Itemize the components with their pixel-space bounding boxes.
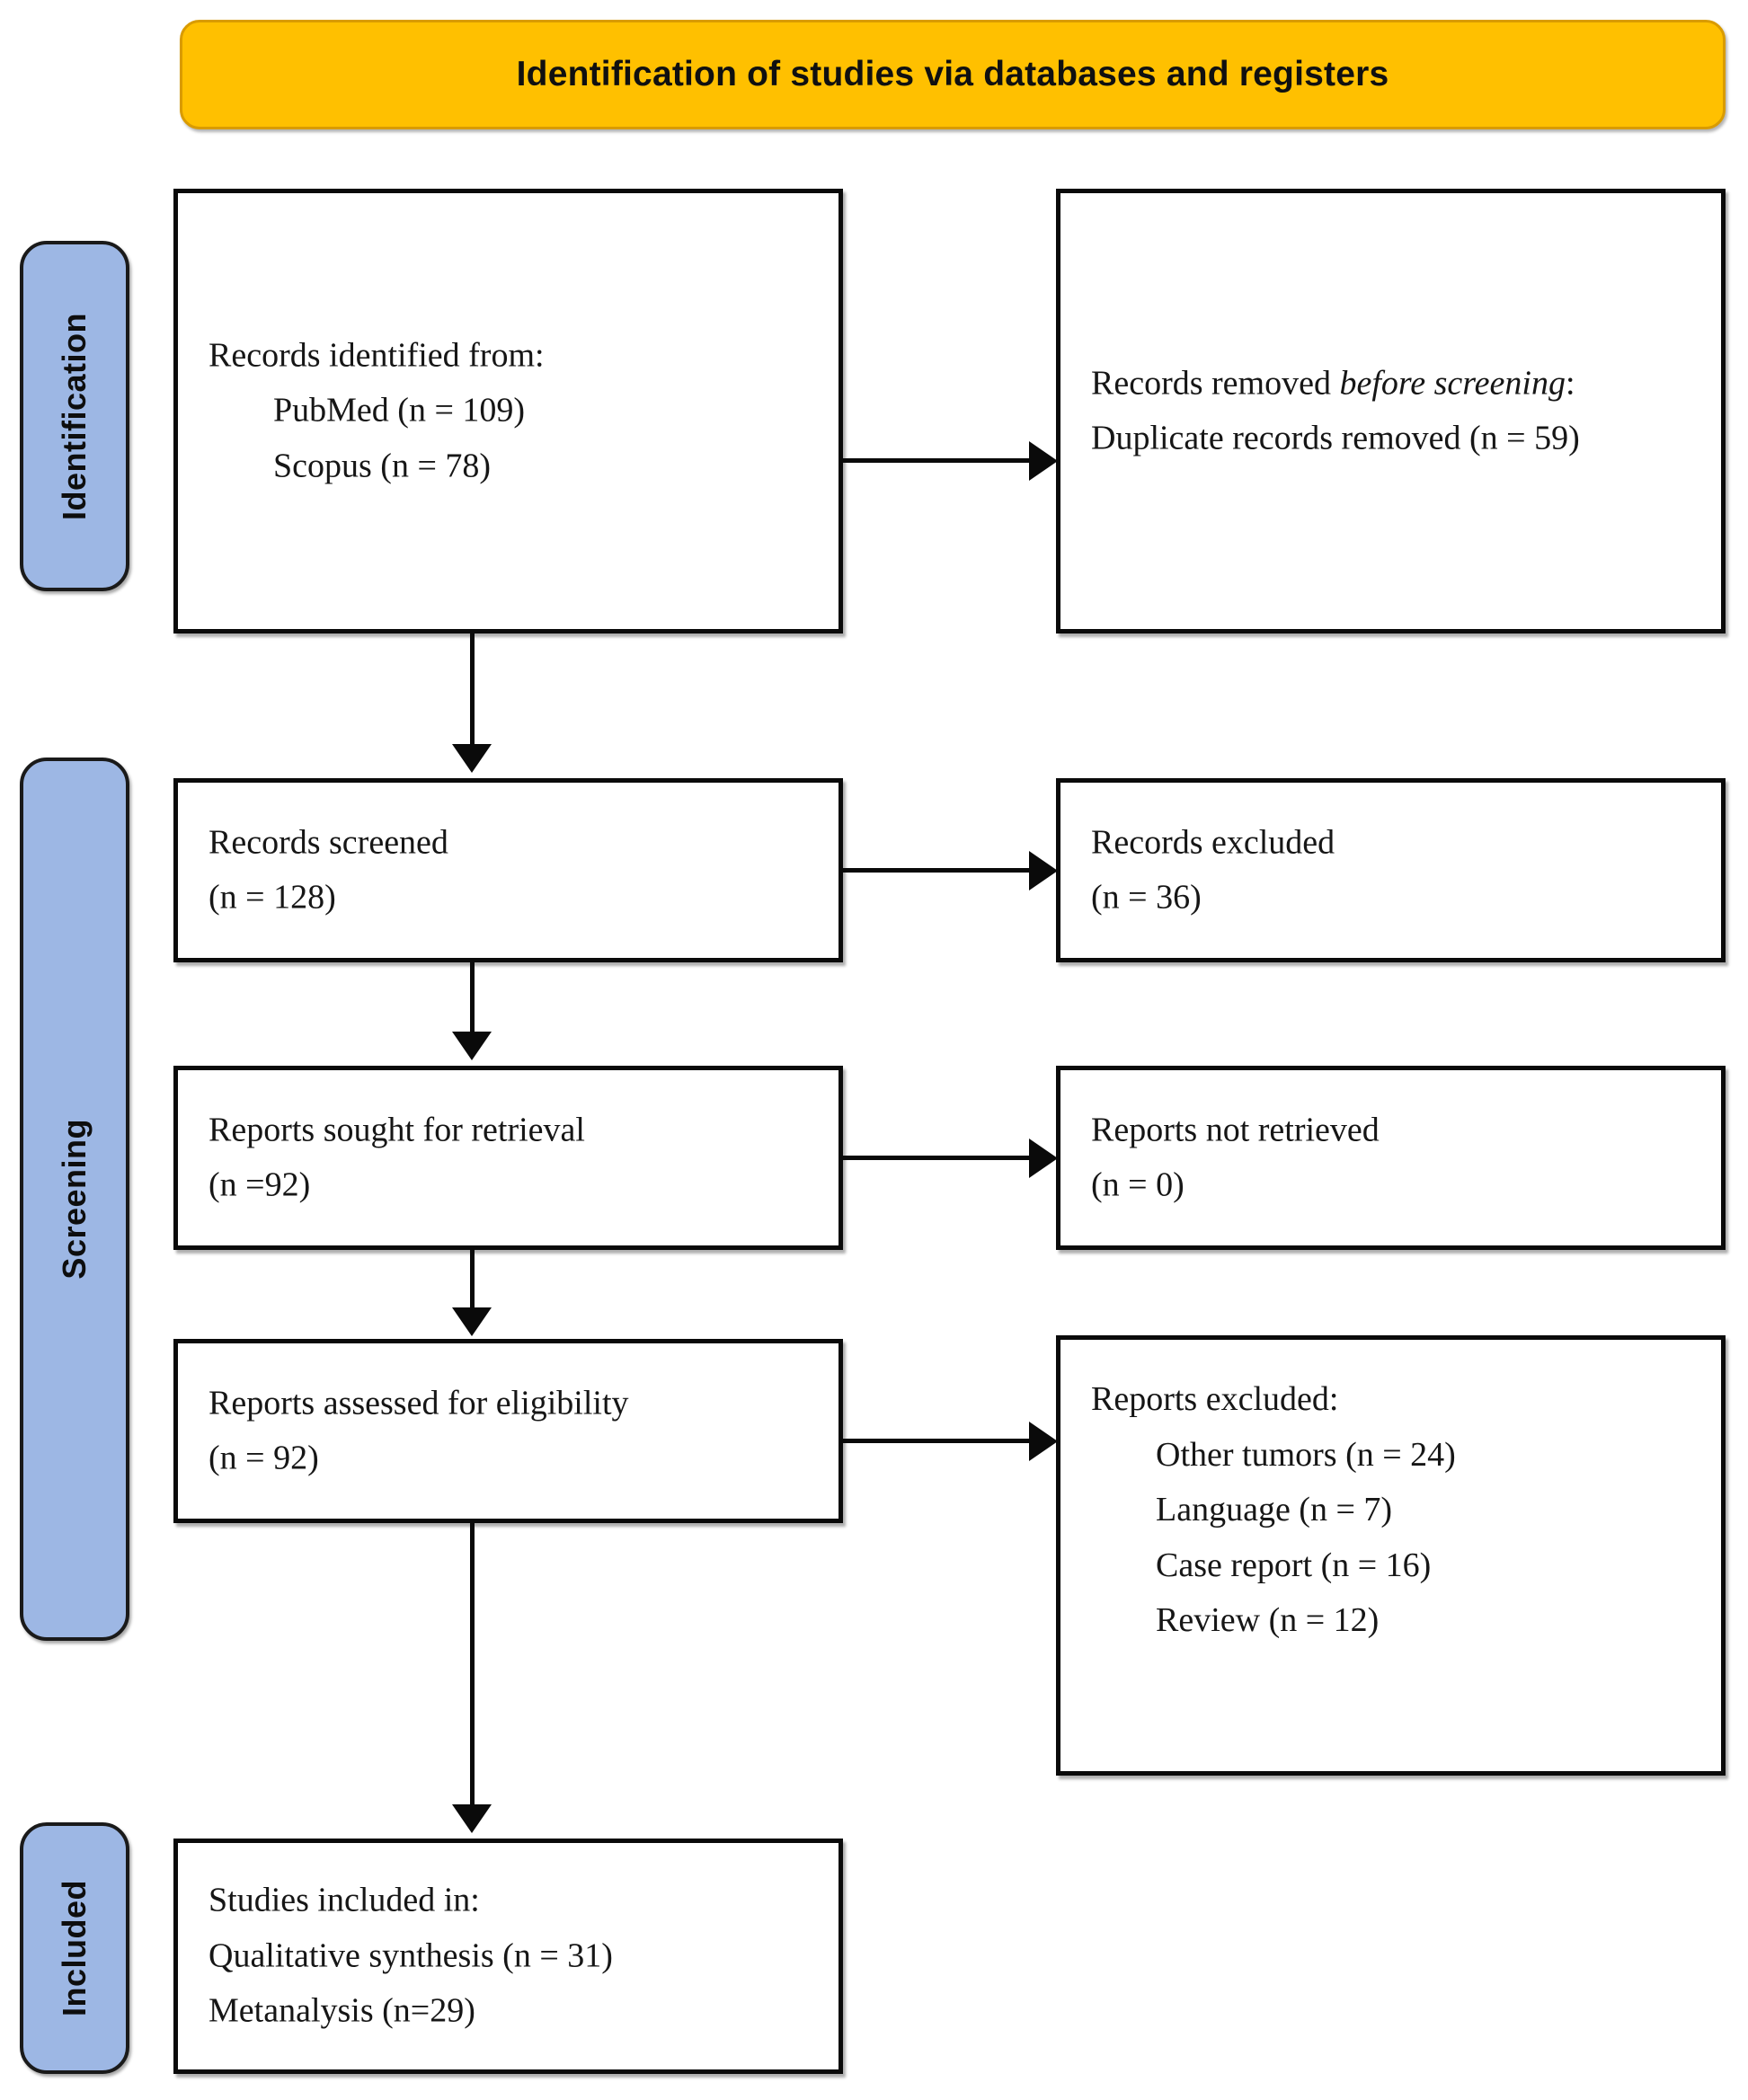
reports-excluded-reason-language: Language (n = 7) bbox=[1156, 1491, 1393, 1529]
box-records-identified: Records identified from: PubMed (n = 109… bbox=[173, 189, 843, 634]
reports-excluded-title: Reports excluded: bbox=[1091, 1380, 1339, 1418]
reports-assessed-count: (n = 92) bbox=[209, 1439, 319, 1477]
records-removed-italic: before screening bbox=[1339, 363, 1566, 402]
arrowhead-assessed-to-included-icon bbox=[452, 1804, 492, 1833]
connector-identified-to-screened bbox=[470, 634, 475, 750]
box-reports-excluded: Reports excluded: Other tumors (n = 24) … bbox=[1056, 1335, 1726, 1776]
arrowhead-identified-to-removed-icon bbox=[1029, 441, 1058, 481]
studies-included-label: Studies included in: bbox=[209, 1881, 480, 1919]
records-screened-count: (n = 128) bbox=[209, 878, 336, 917]
diagram-title: Identification of studies via databases … bbox=[516, 55, 1389, 93]
reports-excluded-reason-review: Review (n = 12) bbox=[1156, 1601, 1380, 1640]
reports-not-retrieved-label: Reports not retrieved bbox=[1091, 1110, 1380, 1148]
arrowhead-screened-to-sought-icon bbox=[452, 1032, 492, 1060]
stage-label-identification: Identification bbox=[20, 241, 129, 591]
connector-assessed-to-included bbox=[470, 1523, 475, 1809]
stage-label-identification-text: Identification bbox=[56, 312, 93, 520]
box-records-screened: Records screened (n = 128) bbox=[173, 778, 843, 962]
connector-sought-to-not-retrieved bbox=[843, 1156, 1032, 1160]
reports-sought-count: (n =92) bbox=[209, 1165, 311, 1204]
connector-screened-to-sought bbox=[470, 962, 475, 1036]
arrowhead-identified-to-screened-icon bbox=[452, 744, 492, 773]
box-reports-not-retrieved: Reports not retrieved (n = 0) bbox=[1056, 1066, 1726, 1250]
records-identified-scopus: Scopus (n = 78) bbox=[273, 447, 492, 485]
reports-not-retrieved-count: (n = 0) bbox=[1091, 1165, 1185, 1204]
reports-excluded-reason-other-tumors: Other tumors (n = 24) bbox=[1156, 1435, 1456, 1474]
connector-identified-to-removed bbox=[843, 458, 1032, 463]
reports-assessed-label: Reports assessed for eligibility bbox=[209, 1383, 629, 1422]
records-removed-heading: Records removed before screening: bbox=[1091, 356, 1690, 412]
stage-label-screening: Screening bbox=[20, 758, 129, 1641]
arrowhead-sought-to-assessed-icon bbox=[452, 1307, 492, 1336]
box-records-removed: Records removed before screening: Duplic… bbox=[1056, 189, 1726, 634]
arrowhead-screened-to-excluded-icon bbox=[1029, 851, 1058, 891]
reports-sought-label: Reports sought for retrieval bbox=[209, 1110, 585, 1148]
stage-label-screening-text: Screening bbox=[56, 1119, 93, 1280]
box-records-excluded: Records excluded (n = 36) bbox=[1056, 778, 1726, 962]
stage-label-included-text: Included bbox=[56, 1879, 93, 2016]
reports-excluded-reason-case-report: Case report (n = 16) bbox=[1156, 1546, 1432, 1584]
box-reports-sought: Reports sought for retrieval (n =92) bbox=[173, 1066, 843, 1250]
arrowhead-sought-to-not-retrieved-icon bbox=[1029, 1139, 1058, 1178]
studies-included-qualitative: Qualitative synthesis (n = 31) bbox=[209, 1936, 613, 1975]
records-excluded-count: (n = 36) bbox=[1091, 878, 1202, 917]
box-studies-included: Studies included in: Qualitative synthes… bbox=[173, 1839, 843, 2074]
studies-included-metanalysis: Metanalysis (n=29) bbox=[209, 1991, 475, 2030]
box-reports-assessed: Reports assessed for eligibility (n = 92… bbox=[173, 1339, 843, 1523]
records-removed-suffix: : bbox=[1565, 363, 1575, 402]
records-removed-duplicates: Duplicate records removed (n = 59) bbox=[1091, 419, 1580, 457]
records-removed-prefix: Records removed bbox=[1091, 363, 1340, 402]
records-excluded-label: Records excluded bbox=[1091, 822, 1335, 861]
arrowhead-assessed-to-reports-excluded-icon bbox=[1029, 1422, 1058, 1461]
connector-sought-to-assessed bbox=[470, 1250, 475, 1309]
stage-label-included: Included bbox=[20, 1822, 129, 2074]
diagram-header-banner: Identification of studies via databases … bbox=[180, 20, 1726, 129]
records-identified-pubmed: PubMed (n = 109) bbox=[273, 391, 526, 430]
connector-assessed-to-reports-excluded bbox=[843, 1439, 1032, 1443]
records-identified-line-1: Records identified from: bbox=[209, 336, 545, 375]
connector-screened-to-excluded bbox=[843, 868, 1032, 873]
records-screened-label: Records screened bbox=[209, 822, 448, 861]
